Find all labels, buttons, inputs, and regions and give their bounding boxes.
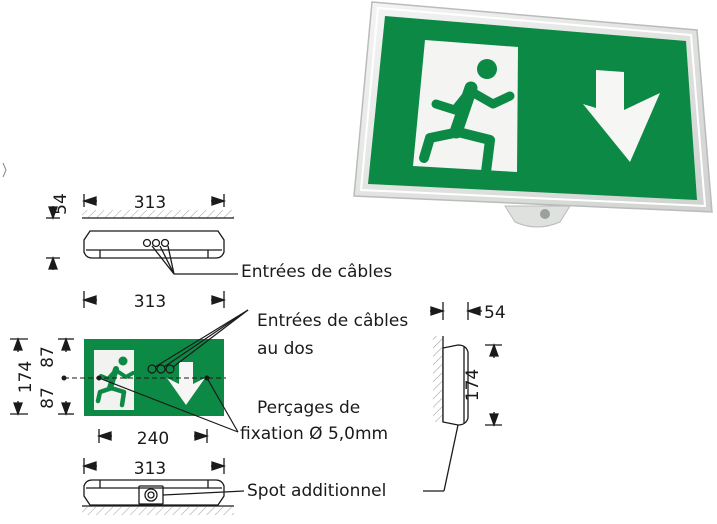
- top-view: [46, 194, 238, 275]
- top-depth-label: 54: [51, 193, 71, 215]
- side-view: [423, 302, 502, 492]
- hole-spacing-label: 240: [137, 429, 169, 449]
- bottom-view: [81, 458, 245, 515]
- product-photo: [353, 1, 713, 228]
- side-depth-label: 54: [484, 303, 506, 323]
- front-height-total-label: 174: [16, 361, 36, 393]
- callout-extra-spot: Spot additionnel: [247, 481, 387, 501]
- callout-cable-entries: Entrées de câbles: [241, 262, 393, 282]
- top-width-label: 313: [134, 193, 166, 213]
- mounting-bracket: [504, 205, 571, 228]
- arrow-down-icon: [583, 70, 660, 162]
- front-height-lower-label: 87: [38, 387, 58, 409]
- fixing-hole-left: [61, 375, 67, 381]
- front-width-label: 313: [134, 292, 166, 312]
- side-height-label: 174: [463, 369, 483, 401]
- callout-cable-entries-back-2: au dos: [257, 339, 314, 359]
- callout-fixing-holes-1: Perçages de: [257, 398, 361, 418]
- front-height-upper-label: 87: [38, 346, 58, 368]
- hole-spacing-dimension: [96, 429, 210, 443]
- front-view: [10, 291, 227, 416]
- bottom-width-label: 313: [134, 459, 166, 479]
- running-man-icon: [419, 59, 515, 177]
- back-cable-entries: [147, 364, 175, 374]
- callout-fixing-holes-2: fixation Ø 5,0mm: [240, 424, 389, 444]
- front-arrow-down-icon: [167, 362, 205, 405]
- spot-lens: [540, 209, 550, 219]
- callout-cable-entries-back-1: Entrées de câbles: [257, 311, 409, 331]
